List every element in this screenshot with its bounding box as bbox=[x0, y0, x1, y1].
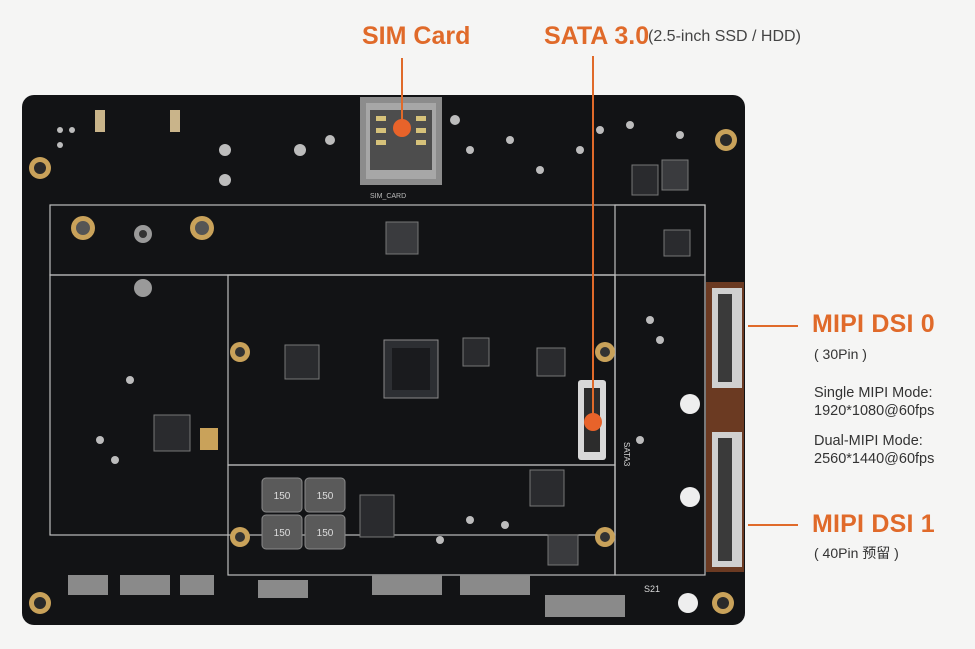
sata-marker bbox=[584, 413, 602, 431]
dual-mode-title: Dual-MIPI Mode: bbox=[814, 433, 923, 449]
inductor-text: 150 150 150 150 bbox=[274, 491, 334, 539]
silk-s21: S21 bbox=[644, 584, 660, 594]
dual-mode-value: 2560*1440@60fps bbox=[814, 451, 935, 467]
single-mode-value: 1920*1080@60fps bbox=[814, 403, 935, 419]
sata-note: (2.5-inch SSD / HDD) bbox=[648, 28, 801, 45]
mipi-dsi1-pins: ( 40Pin 预留 ) bbox=[814, 545, 899, 561]
mipi-dsi0-label: MIPI DSI 0 bbox=[812, 310, 935, 338]
single-mode-title: Single MIPI Mode: bbox=[814, 385, 933, 401]
mipi-connectors bbox=[706, 282, 744, 572]
bottom-headers bbox=[68, 575, 625, 617]
mipi-dsi0-pins: ( 30Pin ) bbox=[814, 346, 867, 362]
svg-text:150: 150 bbox=[274, 491, 291, 502]
silk-sata: SATA3 bbox=[622, 442, 631, 467]
sim-card-label: SIM Card bbox=[362, 22, 471, 50]
sim-card-slot bbox=[360, 97, 442, 185]
sim-marker bbox=[393, 119, 411, 137]
mounting-holes bbox=[29, 129, 737, 614]
svg-text:150: 150 bbox=[317, 491, 334, 502]
mipi-dsi1-label: MIPI DSI 1 bbox=[812, 510, 935, 538]
component-dots bbox=[57, 115, 684, 544]
sata-label: SATA 3.0 bbox=[544, 22, 650, 50]
silk-sim: SIM_CARD bbox=[370, 193, 406, 200]
svg-text:150: 150 bbox=[317, 528, 334, 539]
callout-lines bbox=[401, 56, 798, 526]
inductors bbox=[261, 477, 346, 550]
chips bbox=[95, 110, 691, 566]
svg-text:150: 150 bbox=[274, 528, 291, 539]
